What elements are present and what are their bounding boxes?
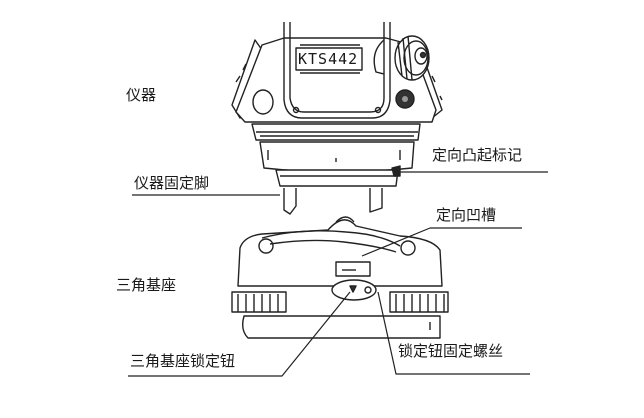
label-orientation-groove: 定向凹槽 [436, 206, 497, 224]
left-footscrew [231, 291, 287, 313]
model-plate [295, 47, 363, 71]
label-tribrach-lock-knob: 三角基座锁定钮 [130, 352, 236, 370]
label-tribrach: 三角基座 [116, 276, 177, 294]
tribrach-drawing [231, 216, 449, 339]
instrument-body [231, 22, 443, 123]
label-lock-knob-fixing-screw: 锁定钮固定螺丝 [398, 342, 504, 360]
label-instrument-fixing-foot: 仪器固定脚 [134, 174, 210, 192]
model-plate-text: KTS442 [298, 50, 359, 68]
label-instrument: 仪器 [126, 86, 157, 104]
right-footscrew [389, 291, 449, 313]
gear-knob-icon [394, 35, 430, 81]
instrument-lower-base [251, 123, 421, 215]
leader-lines [128, 171, 548, 377]
label-orientation-bump-mark: 定向凸起标记 [432, 146, 523, 164]
